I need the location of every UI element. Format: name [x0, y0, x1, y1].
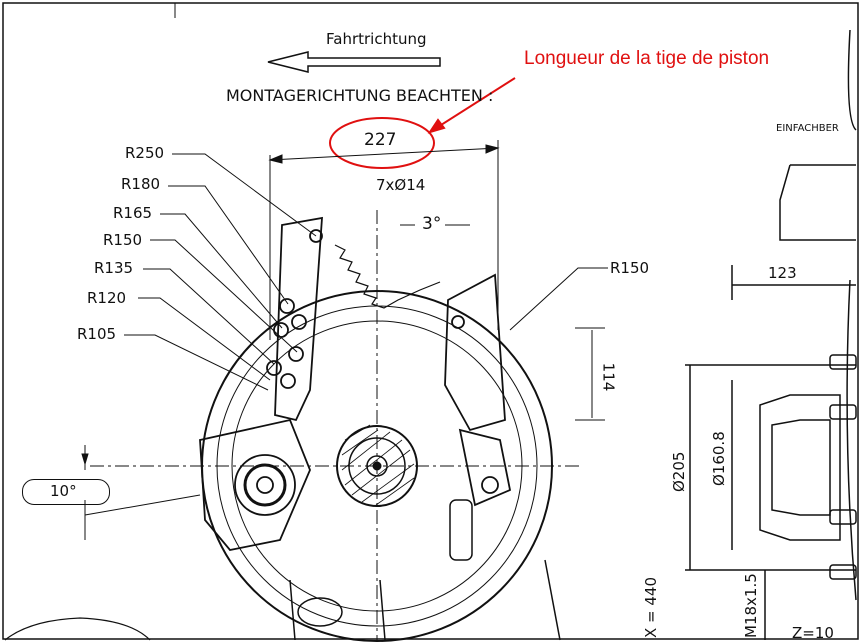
side-label: EINFACHBER — [776, 123, 839, 134]
slack-adjuster — [199, 418, 311, 551]
dimension-227 — [268, 140, 500, 340]
cylinder-bracket — [444, 273, 512, 507]
holes-label: 7xØ14 — [376, 176, 426, 194]
radius-label-165: R165 — [113, 204, 153, 222]
lever-arm — [266, 216, 323, 422]
cloud-marks — [4, 617, 151, 641]
angle-10-label: 10° — [50, 482, 77, 500]
radius-label-150-right: R150 — [610, 259, 650, 277]
hub-hatching — [341, 424, 415, 506]
bottom-parts — [289, 499, 561, 641]
center-lines — [90, 210, 580, 640]
diameter-160-label: Ø160.8 — [710, 431, 728, 486]
angle-3-label: 3° — [422, 214, 442, 234]
angle-10-box — [22, 479, 110, 505]
dimension-114-label: 114 — [599, 362, 618, 392]
return-spring — [334, 244, 441, 309]
right-dimensions — [509, 267, 608, 421]
direction-label: Fahrtrichtung — [326, 30, 427, 48]
radius-label-105: R105 — [77, 325, 117, 343]
diameter-205-label: Ø205 — [670, 451, 688, 492]
annotation-text: Longueur de la tige de piston — [524, 48, 770, 69]
radius-label-150: R150 — [103, 231, 143, 249]
side-view — [685, 29, 857, 640]
radius-label-120: R120 — [87, 289, 127, 307]
dimension-227-label: 227 — [364, 130, 397, 150]
x-440-label: X = 440 — [642, 576, 660, 638]
radius-leaders — [124, 153, 317, 391]
angle-10-dimension — [81, 445, 201, 540]
annotation-marks — [329, 77, 516, 169]
radius-label-180: R180 — [121, 175, 161, 193]
radius-label-135: R135 — [94, 259, 134, 277]
direction-arrow — [267, 51, 441, 73]
z10-label: Z=10 — [792, 624, 834, 642]
mounting-note: MONTAGERICHTUNG BEACHTEN : — [226, 86, 494, 105]
radius-label-250: R250 — [125, 144, 165, 162]
m18-label: M18x1.5 — [742, 573, 760, 638]
dimension-123-label: 123 — [768, 264, 797, 282]
